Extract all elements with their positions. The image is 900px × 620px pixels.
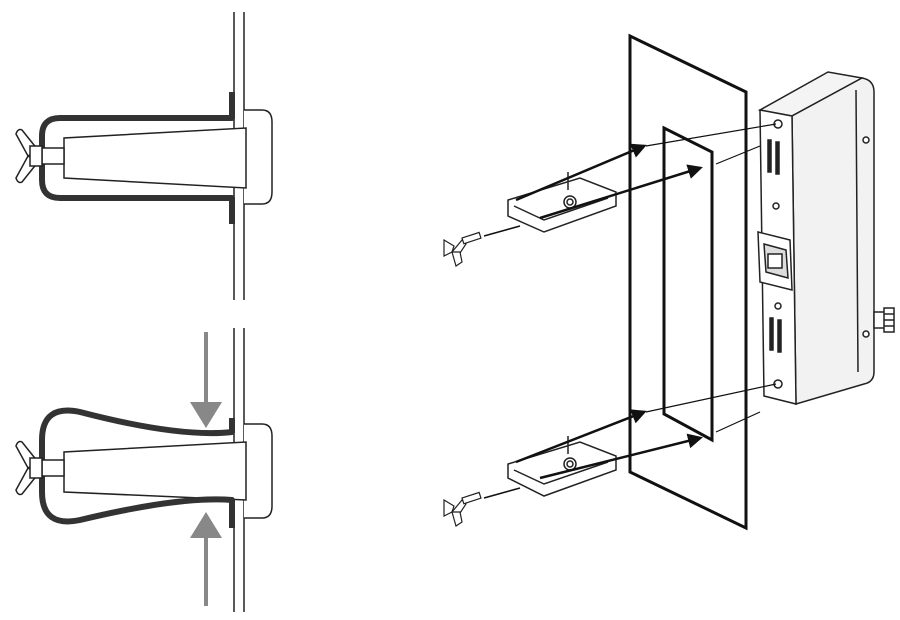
- wing-nut-icon: [443, 231, 482, 267]
- screw-hole: [772, 202, 780, 210]
- screw-hole: [774, 302, 782, 310]
- wing-nut-icon: [15, 440, 43, 496]
- device-front-lip: [244, 423, 273, 519]
- device-housing-icon: [757, 71, 875, 405]
- detail-top-clamp-loose: [15, 12, 273, 300]
- device-front-lip: [244, 109, 273, 205]
- wing-nut-icon: [15, 128, 43, 184]
- panel-cutout-icon: [628, 33, 748, 531]
- assembly-arrows-upper: [483, 123, 777, 237]
- vent-slots: [767, 139, 782, 353]
- wing-nut-icon: [443, 491, 482, 527]
- device-body: [63, 441, 247, 501]
- pressure-arrow-up: [190, 512, 222, 606]
- detail-bottom-clamp-tight: [15, 328, 273, 612]
- connector-icon: [757, 231, 793, 291]
- mounting-bracket-icon: [507, 172, 617, 233]
- assembly-arrows-lower: [483, 383, 777, 499]
- pressure-arrow-down: [190, 332, 222, 428]
- cable-gland-icon: [873, 307, 895, 333]
- screw-shaft: [41, 147, 65, 165]
- screw-shaft: [41, 459, 65, 477]
- exploded-assembly: [443, 33, 895, 531]
- panel-opening: [662, 125, 714, 443]
- device-body: [63, 127, 247, 189]
